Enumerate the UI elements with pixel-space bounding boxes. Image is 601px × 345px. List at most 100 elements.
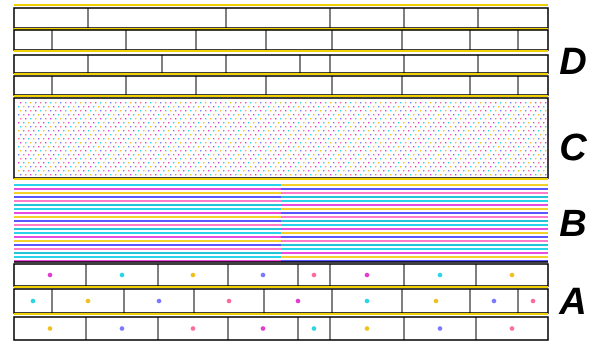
fill-dot bbox=[338, 138, 340, 140]
fill-dot bbox=[495, 134, 497, 136]
fill-dot bbox=[115, 142, 117, 144]
fill-dot bbox=[375, 134, 377, 136]
fill-dot bbox=[38, 154, 40, 156]
fill-dot bbox=[470, 158, 472, 160]
fill-dot bbox=[210, 126, 212, 128]
fill-dot bbox=[238, 106, 240, 108]
fill-dot bbox=[113, 146, 115, 148]
fill-dot bbox=[163, 162, 165, 164]
fill-dot bbox=[108, 146, 110, 148]
fill-dot bbox=[330, 150, 332, 152]
fill-dot bbox=[463, 106, 465, 108]
fill-dot bbox=[370, 158, 372, 160]
fill-dot bbox=[140, 166, 142, 168]
fill-dot bbox=[128, 170, 130, 172]
stripe bbox=[281, 196, 548, 198]
fill-dot bbox=[395, 158, 397, 160]
fill-dot bbox=[405, 166, 407, 168]
block-dot bbox=[491, 298, 497, 304]
fill-dot bbox=[298, 130, 300, 132]
fill-dot bbox=[135, 158, 137, 160]
fill-dot bbox=[310, 134, 312, 136]
fill-dot bbox=[48, 114, 50, 116]
fill-dot bbox=[415, 142, 417, 144]
fill-dot bbox=[373, 130, 375, 132]
fill-dot bbox=[93, 138, 95, 140]
fill-dot bbox=[193, 146, 195, 148]
fill-dot bbox=[495, 142, 497, 144]
fill-dot bbox=[30, 150, 32, 152]
fill-dot bbox=[438, 130, 440, 132]
fill-dot bbox=[230, 150, 232, 152]
fill-dot bbox=[158, 162, 160, 164]
fill-dot bbox=[390, 126, 392, 128]
fill-dot bbox=[500, 166, 502, 168]
fill-dot bbox=[95, 166, 97, 168]
fill-dot bbox=[95, 174, 97, 176]
fill-dot bbox=[85, 118, 87, 120]
fill-dot bbox=[135, 174, 137, 176]
fill-dot bbox=[285, 102, 287, 104]
fill-dot bbox=[115, 174, 117, 176]
fill-dot bbox=[443, 170, 445, 172]
fill-dot bbox=[98, 114, 100, 116]
fill-dot bbox=[93, 114, 95, 116]
fill-dot bbox=[160, 102, 162, 104]
fill-dot bbox=[273, 106, 275, 108]
fill-dot bbox=[103, 170, 105, 172]
fill-dot bbox=[160, 158, 162, 160]
fill-dot bbox=[308, 114, 310, 116]
fill-dot bbox=[420, 118, 422, 120]
fill-dot bbox=[538, 138, 540, 140]
fill-dot bbox=[65, 174, 67, 176]
fill-dot bbox=[343, 146, 345, 148]
fill-dot bbox=[205, 174, 207, 176]
fill-dot bbox=[40, 134, 42, 136]
fill-dot bbox=[100, 150, 102, 152]
fill-dot bbox=[75, 174, 77, 176]
fill-dot bbox=[160, 150, 162, 152]
fill-dot bbox=[383, 138, 385, 140]
fill-dot bbox=[73, 162, 75, 164]
fill-dot bbox=[185, 158, 187, 160]
fill-dot bbox=[168, 154, 170, 156]
fill-dot bbox=[463, 130, 465, 132]
fill-dot bbox=[80, 174, 82, 176]
fill-dot bbox=[125, 134, 127, 136]
fill-dot bbox=[118, 138, 120, 140]
fill-dot bbox=[148, 122, 150, 124]
fill-dot bbox=[430, 110, 432, 112]
fill-dot bbox=[270, 126, 272, 128]
fill-dot bbox=[110, 118, 112, 120]
fill-dot bbox=[363, 154, 365, 156]
fill-dot bbox=[170, 150, 172, 152]
fill-dot bbox=[320, 102, 322, 104]
fill-dot bbox=[338, 106, 340, 108]
fill-dot bbox=[198, 162, 200, 164]
block-dot bbox=[311, 326, 317, 331]
fill-dot bbox=[335, 150, 337, 152]
fill-dot bbox=[378, 154, 380, 156]
fill-dot bbox=[385, 174, 387, 176]
fill-dot bbox=[250, 142, 252, 144]
fill-dot bbox=[213, 106, 215, 108]
fill-dot bbox=[323, 130, 325, 132]
fill-dot bbox=[55, 102, 57, 104]
fill-dot bbox=[505, 150, 507, 152]
fill-dot bbox=[250, 166, 252, 168]
fill-dot bbox=[265, 102, 267, 104]
fill-dot bbox=[43, 162, 45, 164]
fill-dot bbox=[300, 102, 302, 104]
fill-dot bbox=[413, 138, 415, 140]
fill-dot bbox=[450, 134, 452, 136]
fill-dot bbox=[398, 114, 400, 116]
fill-dot bbox=[538, 130, 540, 132]
fill-dot bbox=[300, 166, 302, 168]
fill-dot bbox=[348, 130, 350, 132]
fill-dot bbox=[230, 102, 232, 104]
fill-dot bbox=[510, 174, 512, 176]
fill-dot bbox=[308, 170, 310, 172]
fill-dot bbox=[70, 158, 72, 160]
fill-dot bbox=[455, 174, 457, 176]
fill-dot bbox=[405, 142, 407, 144]
